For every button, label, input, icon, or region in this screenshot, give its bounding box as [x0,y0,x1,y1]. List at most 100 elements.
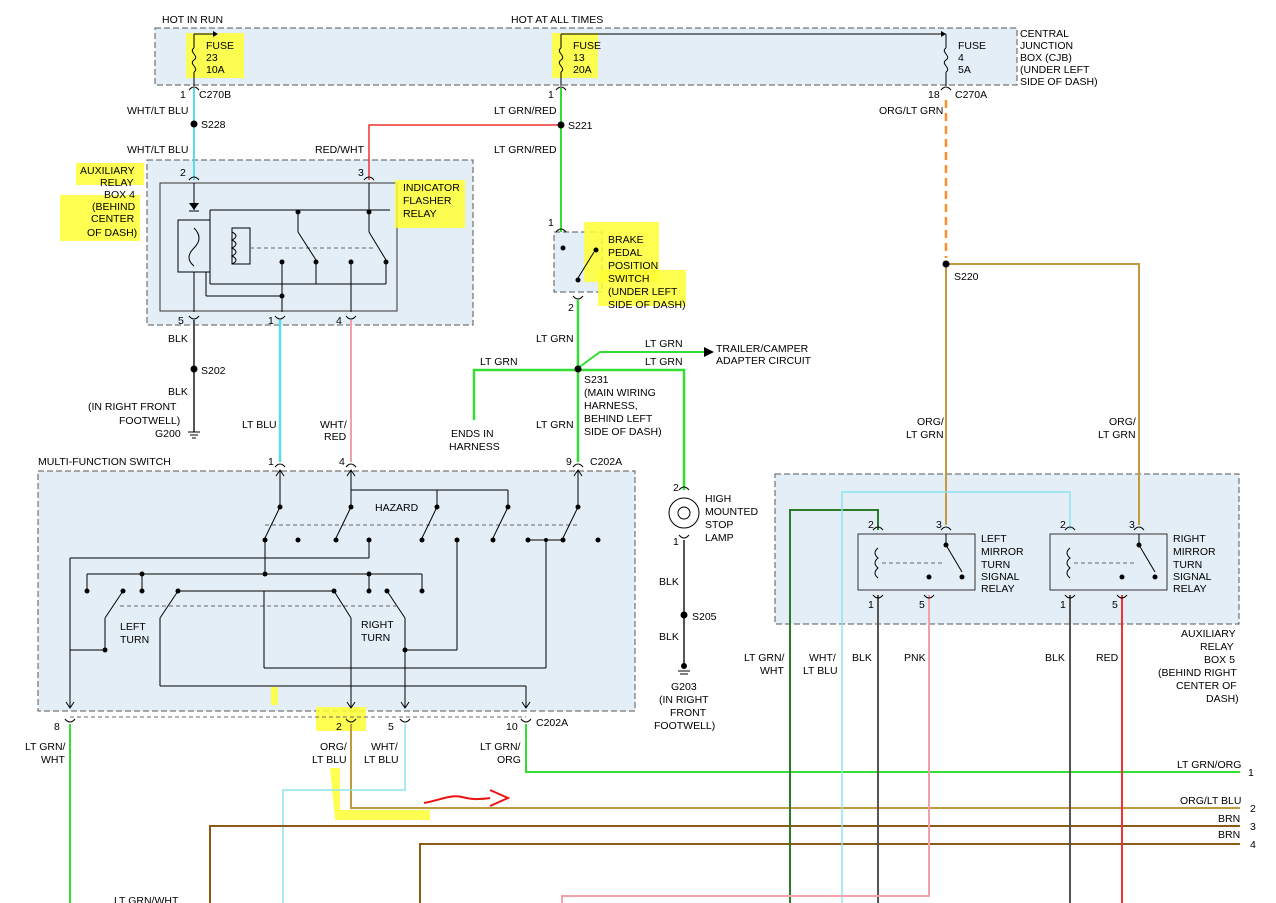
svg-text:BOX 4: BOX 4 [104,189,135,201]
wires [69,88,1240,903]
g203-label: G203 [671,681,697,693]
svg-text:4: 4 [336,315,342,327]
svg-text:BEHIND LEFT: BEHIND LEFT [584,413,653,425]
svg-text:10A: 10A [206,64,225,76]
svg-text:3: 3 [1250,821,1256,833]
ends-in-harness-label: ENDS IN [451,428,494,440]
svg-text:WHT/LT BLU: WHT/LT BLU [127,105,188,117]
svg-text:SIGNAL: SIGNAL [981,571,1020,583]
auxiliary-relay-box-5 [774,473,1240,625]
svg-text:(UNDER LEFT: (UNDER LEFT [608,286,678,298]
svg-text:LT GRN/RED: LT GRN/RED [494,105,557,117]
org-lt-blu-row-label: ORG/LT BLU [1180,795,1241,807]
svg-text:(BEHIND: (BEHIND [92,201,136,213]
svg-text:4: 4 [958,52,964,64]
trailer-camper-label: TRAILER/CAMPER [716,343,809,355]
s205-label: S205 [692,611,717,623]
cjb-connector-ticks [188,86,952,91]
svg-text:WHT/: WHT/ [371,741,398,753]
svg-text:LT GRN: LT GRN [645,356,683,368]
svg-text:MIRROR: MIRROR [1173,546,1216,558]
svg-text:TURN: TURN [1173,559,1202,571]
svg-text:5: 5 [178,315,184,327]
svg-text:ORG/: ORG/ [917,416,944,428]
svg-text:WHT/: WHT/ [809,652,836,664]
svg-text:TURN: TURN [981,559,1010,571]
right-mirror-relay-label: RIGHT [1173,533,1206,545]
svg-text:1: 1 [868,599,874,611]
svg-text:(MAIN WIRING: (MAIN WIRING [584,387,656,399]
svg-text:1: 1 [268,315,274,327]
svg-text:JUNCTION: JUNCTION [1020,40,1073,52]
s221-label: S221 [568,120,593,132]
svg-text:BLK: BLK [1045,652,1065,664]
svg-text:ORG/: ORG/ [320,741,347,753]
svg-text:5: 5 [919,599,925,611]
fuse-23 [191,31,218,86]
highlights [60,33,686,820]
multi-function-switch-label: MULTI-FUNCTION SWITCH [38,456,171,468]
indicator-flasher-relay-label: INDICATOR [403,182,460,194]
trailer-arrow [704,347,714,357]
s202-label: S202 [201,365,226,377]
svg-text:13: 13 [573,52,585,64]
fuse-13-label: FUSE [573,40,601,52]
svg-text:2: 2 [1250,803,1256,815]
svg-text:LT BLU: LT BLU [364,754,399,766]
svg-text:LT GRN: LT GRN [536,333,574,345]
red-arrow-annotation [423,789,511,807]
svg-text:MOUNTED: MOUNTED [705,506,758,518]
svg-text:LT BLU: LT BLU [803,665,838,677]
svg-text:RED: RED [1096,652,1119,664]
svg-text:DASH): DASH) [1206,693,1239,705]
svg-text:4: 4 [1250,839,1256,851]
svg-text:2: 2 [568,302,574,314]
svg-text:3: 3 [1129,519,1135,531]
svg-text:POSITION: POSITION [608,260,658,272]
svg-text:8: 8 [54,721,60,733]
svg-text:1: 1 [180,89,186,101]
brake-pedal-position-switch [555,228,599,300]
brake-switch-label: BRAKE [608,234,644,246]
svg-text:2: 2 [868,519,874,531]
left-turn-label: LEFT [120,621,146,633]
svg-text:FLASHER: FLASHER [403,195,452,207]
right-turn-label: RIGHT [361,619,394,631]
svg-text:BOX (CJB): BOX (CJB) [1020,52,1072,64]
svg-text:10: 10 [506,721,518,733]
svg-text:4: 4 [339,456,345,468]
svg-text:LT GRN/: LT GRN/ [744,652,785,664]
svg-text:MIRROR: MIRROR [981,546,1024,558]
high-mounted-stop-lamp [668,486,700,539]
svg-text:PNK: PNK [904,652,926,664]
svg-text:(IN RIGHT FRONT: (IN RIGHT FRONT [88,401,177,413]
svg-text:SIGNAL: SIGNAL [1173,571,1212,583]
svg-text:ORG/: ORG/ [1109,416,1136,428]
c202a-top-label: C202A [590,456,622,468]
hmsl-label: HIGH [705,493,731,505]
svg-text:WHT/LT BLU: WHT/LT BLU [127,144,188,156]
svg-text:SIDE OF DASH): SIDE OF DASH) [584,426,662,438]
s220-label: S220 [954,271,979,283]
svg-text:WHT: WHT [760,665,784,677]
svg-text:2: 2 [180,167,186,179]
svg-text:LT BLU: LT BLU [242,419,277,431]
svg-text:2: 2 [1060,519,1066,531]
svg-text:BLK: BLK [168,386,188,398]
svg-text:HARNESS: HARNESS [449,441,500,453]
svg-text:TURN: TURN [361,632,390,644]
svg-text:SWITCH: SWITCH [608,273,649,285]
ground-g203 [678,663,690,675]
ground-g200 [188,431,200,439]
svg-text:CENTER OF: CENTER OF [1176,680,1237,692]
svg-text:ORG/LT GRN: ORG/LT GRN [879,105,943,117]
s228-label: S228 [201,119,226,131]
left-mirror-relay-internals [872,526,965,599]
svg-text:LT GRN/RED: LT GRN/RED [494,144,557,156]
svg-text:5: 5 [1112,599,1118,611]
svg-text:3: 3 [358,167,364,179]
svg-text:2: 2 [673,482,679,494]
svg-text:1: 1 [268,456,274,468]
svg-text:ADAPTER CIRCUIT: ADAPTER CIRCUIT [716,355,812,367]
